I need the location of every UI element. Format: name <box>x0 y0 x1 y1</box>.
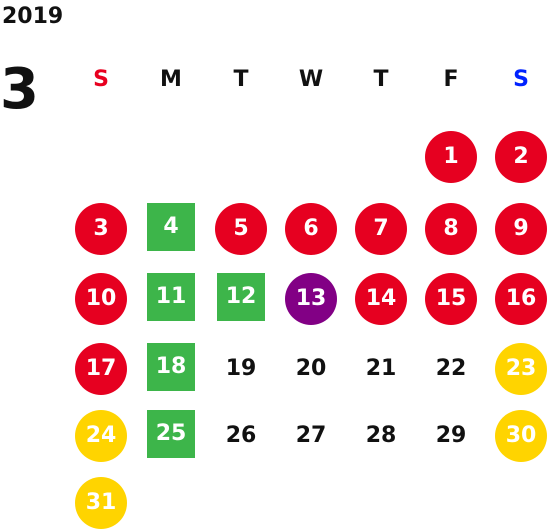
day-number: 17 <box>75 343 127 395</box>
weekday-label-sunday: S <box>93 67 109 92</box>
weekday-label-saturday: S <box>513 67 529 92</box>
day-cell <box>206 471 276 531</box>
day-number: 22 <box>435 356 467 381</box>
day-number: 3 <box>75 203 127 255</box>
day-cell: 21 <box>346 337 416 397</box>
day-number: 12 <box>217 273 265 321</box>
day-cell: 8 <box>416 197 486 257</box>
month-number: 3 <box>0 57 39 122</box>
day-cell <box>66 125 136 185</box>
weekday-label-wednesday: W <box>298 67 324 92</box>
day-cell <box>416 471 486 531</box>
day-number: 1 <box>425 131 477 183</box>
day-cell: 16 <box>486 267 548 327</box>
day-cell <box>346 125 416 185</box>
weekday-label-thursday: T <box>373 67 389 92</box>
day-cell: 30 <box>486 404 548 464</box>
day-cell: 28 <box>346 404 416 464</box>
weekday-label-friday: F <box>443 67 459 92</box>
day-cell: 12 <box>206 267 276 327</box>
day-cell: 14 <box>346 267 416 327</box>
day-cell: 25 <box>136 404 206 464</box>
day-number: 11 <box>147 273 195 321</box>
weekday-cell-mon: M <box>136 58 206 118</box>
day-number: 25 <box>147 410 195 458</box>
day-number: 18 <box>147 343 195 391</box>
day-cell: 3 <box>66 197 136 257</box>
day-cell: 22 <box>416 337 486 397</box>
day-cell: 7 <box>346 197 416 257</box>
day-cell <box>276 125 346 185</box>
day-cell: 29 <box>416 404 486 464</box>
day-number: 31 <box>75 477 127 529</box>
weekday-cell-fri: F <box>416 58 486 118</box>
day-number: 23 <box>495 343 547 395</box>
weekday-label-monday: M <box>160 67 182 92</box>
day-number: 6 <box>285 203 337 255</box>
day-number: 20 <box>295 356 327 381</box>
week-row: 10 11 12 13 14 15 16 <box>66 267 548 327</box>
day-cell <box>136 125 206 185</box>
day-cell: 9 <box>486 197 548 257</box>
day-cell: 24 <box>66 404 136 464</box>
day-cell <box>206 125 276 185</box>
week-row: 24 25 26 27 28 29 30 <box>66 404 548 464</box>
day-number: 29 <box>435 423 467 448</box>
week-row: 17 18 19 20 21 22 23 <box>66 337 548 397</box>
day-number: 21 <box>365 356 397 381</box>
day-number: 13 <box>285 273 337 325</box>
day-number: 5 <box>215 203 267 255</box>
day-number: 16 <box>495 273 547 325</box>
day-cell: 10 <box>66 267 136 327</box>
weekday-cell-sat: S <box>486 58 548 118</box>
day-cell: 27 <box>276 404 346 464</box>
weekday-label-tuesday: T <box>233 67 249 92</box>
day-number: 30 <box>495 410 547 462</box>
day-cell: 11 <box>136 267 206 327</box>
day-number: 19 <box>225 356 257 381</box>
weekday-cell-thu: T <box>346 58 416 118</box>
day-cell: 18 <box>136 337 206 397</box>
day-cell: 31 <box>66 471 136 531</box>
day-number: 2 <box>495 131 547 183</box>
day-cell: 26 <box>206 404 276 464</box>
day-cell: 5 <box>206 197 276 257</box>
day-cell <box>136 471 206 531</box>
day-number: 10 <box>75 273 127 325</box>
day-cell: 23 <box>486 337 548 397</box>
day-number: 4 <box>147 203 195 251</box>
day-cell: 1 <box>416 125 486 185</box>
day-cell: 6 <box>276 197 346 257</box>
day-cell: 20 <box>276 337 346 397</box>
day-cell: 2 <box>486 125 548 185</box>
day-cell: 19 <box>206 337 276 397</box>
day-number: 9 <box>495 203 547 255</box>
day-number: 24 <box>75 410 127 462</box>
day-number: 15 <box>425 273 477 325</box>
day-number: 26 <box>225 423 257 448</box>
weekday-cell-tue: T <box>206 58 276 118</box>
day-number: 8 <box>425 203 477 255</box>
day-cell <box>346 471 416 531</box>
day-cell: 15 <box>416 267 486 327</box>
year-label: 2019 <box>2 4 64 29</box>
day-number: 27 <box>295 423 327 448</box>
day-cell <box>486 471 548 531</box>
day-cell <box>276 471 346 531</box>
day-number: 28 <box>365 423 397 448</box>
day-cell: 17 <box>66 337 136 397</box>
week-row: 31 <box>66 471 548 531</box>
day-number: 7 <box>355 203 407 255</box>
weekday-cell-sun: S <box>66 58 136 118</box>
day-cell: 4 <box>136 197 206 257</box>
weekday-cell-wed: W <box>276 58 346 118</box>
day-cell: 13 <box>276 267 346 327</box>
day-number: 14 <box>355 273 407 325</box>
weekday-header-row: S M T W T F S <box>66 58 548 118</box>
